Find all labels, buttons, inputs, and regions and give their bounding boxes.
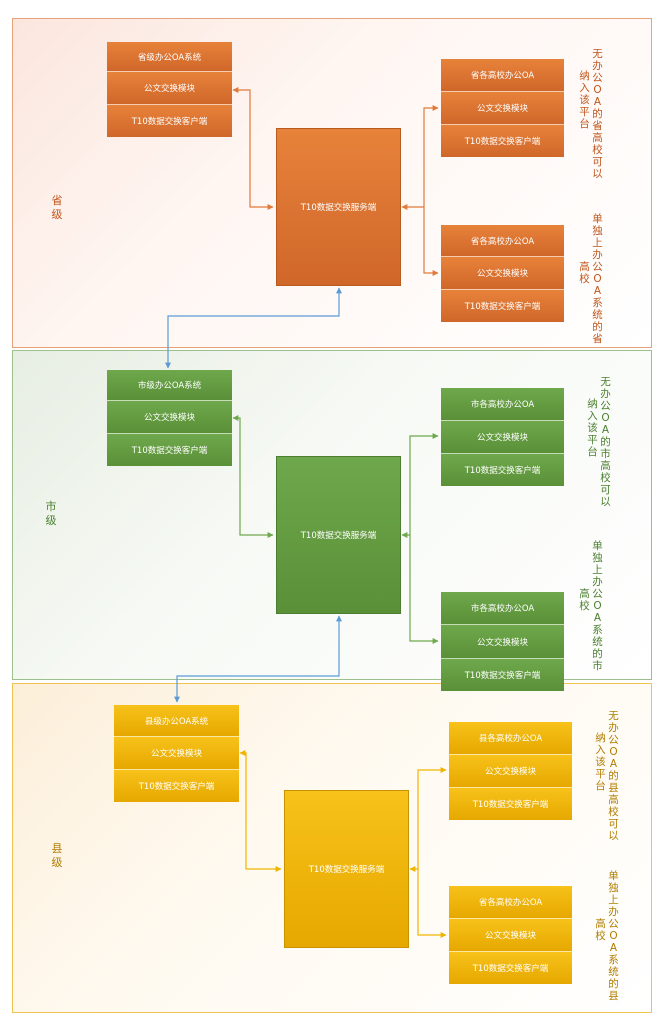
county-note2-line2: 高校	[595, 918, 606, 942]
city-group2-client: T10数据交换客户端	[441, 659, 564, 691]
city-group2-box: 市各高校办公OA 公文交换模块 T10数据交换客户端	[441, 592, 564, 691]
county-note2: 高校 单独上办公OA系统的县	[594, 870, 620, 1002]
city-note2: 高校 单独上办公OA系统的市	[578, 540, 604, 672]
city-level-label: 市级	[45, 500, 57, 527]
county-note2-line1: 单独上办公OA系统的县	[608, 870, 619, 1002]
province-level-label: 省级	[51, 194, 63, 221]
county-group2-title: 省各高校办公OA	[449, 886, 572, 919]
province-note2: 高校 单独上办公OA系统的省	[578, 213, 604, 345]
city-group1-link	[401, 433, 439, 538]
province-office-link	[232, 87, 274, 210]
county-group1-module: 公文交换模块	[449, 755, 572, 788]
county-office-client: T10数据交换客户端	[114, 770, 239, 802]
province-city-link	[165, 287, 342, 369]
province-group2-title: 省各高校办公OA	[441, 225, 564, 257]
county-group2-module: 公文交换模块	[449, 919, 572, 952]
county-group2-client: T10数据交换客户端	[449, 952, 572, 984]
province-group2-link	[423, 207, 439, 276]
province-office-module: 公文交换模块	[107, 72, 232, 105]
county-group1-link	[409, 767, 447, 872]
county-server: T10数据交换服务端	[284, 790, 409, 948]
province-note1: 纳入该平台 无办公OA的省高校可以	[578, 48, 604, 180]
province-office-client: T10数据交换客户端	[107, 105, 232, 137]
city-office-box: 市级办公OA系统 公文交换模块 T10数据交换客户端	[107, 370, 232, 466]
city-county-link	[174, 615, 342, 703]
province-group2-box: 省各高校办公OA 公文交换模块 T10数据交换客户端	[441, 225, 564, 322]
county-office-link	[239, 750, 282, 872]
province-note2-line1: 单独上办公OA系统的省	[592, 213, 603, 345]
city-note2-line1: 单独上办公OA系统的市	[592, 540, 603, 672]
county-group1-box: 县各高校办公OA 公文交换模块 T10数据交换客户端	[449, 722, 572, 820]
city-group1-box: 市各高校办公OA 公文交换模块 T10数据交换客户端	[441, 388, 564, 486]
province-group1-module: 公文交换模块	[441, 92, 564, 125]
county-group1-title: 县各高校办公OA	[449, 722, 572, 755]
city-note1: 纳入该平台 无办公OA的市高校可以	[586, 376, 612, 508]
province-group1-title: 省各高校办公OA	[441, 59, 564, 92]
city-office-title: 市级办公OA系统	[107, 370, 232, 401]
county-office-module: 公文交换模块	[114, 737, 239, 770]
city-office-client: T10数据交换客户端	[107, 434, 232, 466]
province-note2-line2: 高校	[579, 261, 590, 285]
county-office-title: 县级办公OA系统	[114, 705, 239, 737]
city-note1-line2: 纳入该平台	[587, 398, 598, 458]
county-group2-box: 省各高校办公OA 公文交换模块 T10数据交换客户端	[449, 886, 572, 984]
city-server: T10数据交换服务端	[276, 456, 401, 614]
city-group1-title: 市各高校办公OA	[441, 388, 564, 421]
city-group2-module: 公文交换模块	[441, 625, 564, 659]
county-level-label: 县级	[51, 842, 63, 869]
county-group1-client: T10数据交换客户端	[449, 788, 572, 820]
province-group1-client: T10数据交换客户端	[441, 125, 564, 157]
county-note1-line1: 无办公OA的县高校可以	[608, 710, 619, 842]
city-group2-link	[409, 535, 439, 644]
county-note1: 纳入该平台 无办公OA的县高校可以	[594, 710, 620, 842]
province-note1-line2: 纳入该平台	[579, 70, 590, 130]
city-office-module: 公文交换模块	[107, 401, 232, 434]
city-note2-line2: 高校	[579, 588, 590, 612]
city-office-link	[232, 415, 274, 538]
city-note1-line1: 无办公OA的市高校可以	[600, 376, 611, 508]
city-group1-module: 公文交换模块	[441, 421, 564, 454]
province-note1-line1: 无办公OA的省高校可以	[592, 48, 603, 180]
province-group2-client: T10数据交换客户端	[441, 290, 564, 322]
province-group1-link	[401, 105, 439, 210]
city-group1-client: T10数据交换客户端	[441, 454, 564, 486]
province-server: T10数据交换服务端	[276, 128, 401, 286]
county-note1-line2: 纳入该平台	[595, 732, 606, 792]
county-office-box: 县级办公OA系统 公文交换模块 T10数据交换客户端	[114, 705, 239, 802]
county-group2-link	[417, 869, 447, 938]
province-office-title: 省级办公OA系统	[107, 42, 232, 72]
city-group2-title: 市各高校办公OA	[441, 592, 564, 625]
province-group2-module: 公文交换模块	[441, 257, 564, 290]
province-group1-box: 省各高校办公OA 公文交换模块 T10数据交换客户端	[441, 59, 564, 157]
province-office-box: 省级办公OA系统 公文交换模块 T10数据交换客户端	[107, 42, 232, 137]
